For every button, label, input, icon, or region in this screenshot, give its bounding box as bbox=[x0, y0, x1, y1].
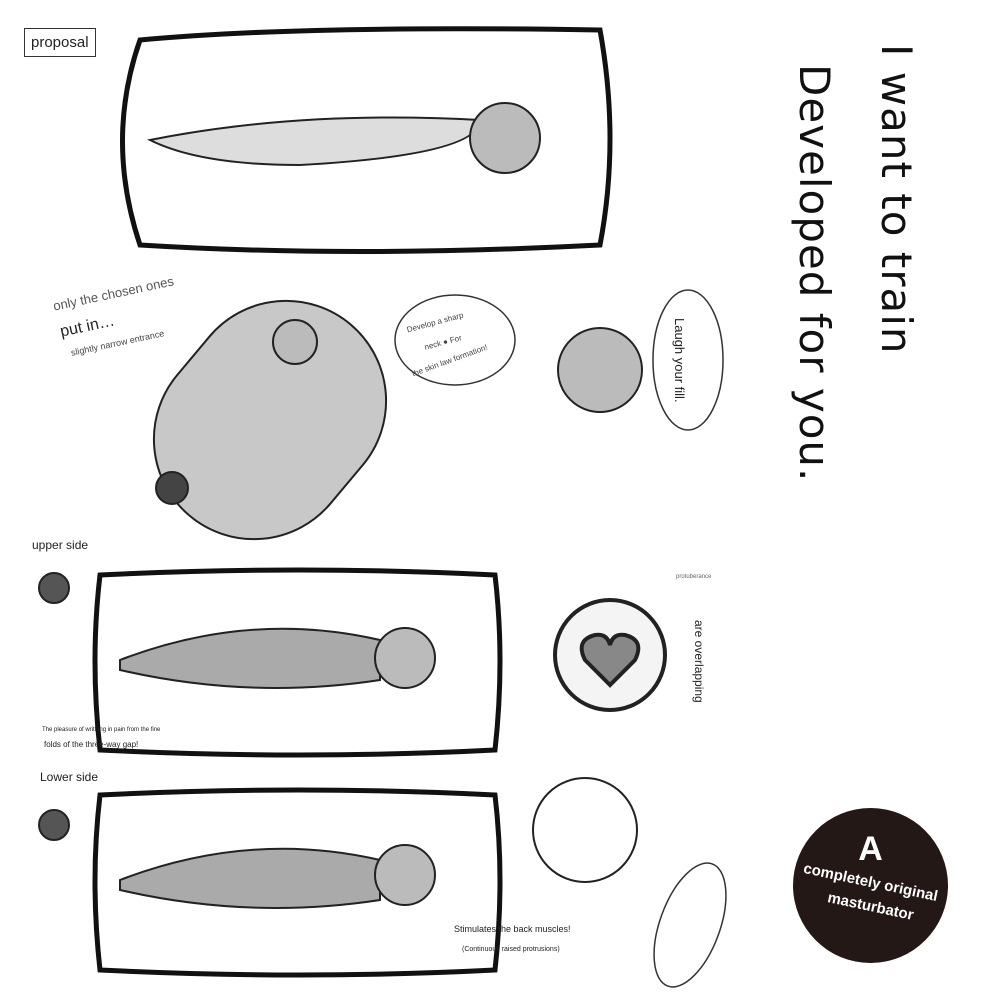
heart-shape bbox=[579, 632, 641, 688]
label-upper-side: upper side bbox=[32, 538, 89, 552]
top-view-outline bbox=[120, 26, 613, 254]
original-badge: A completely original masturbator bbox=[793, 808, 948, 963]
top-channel bbox=[146, 116, 482, 167]
note-overlapping: are overlapping bbox=[692, 620, 706, 703]
note-continuous: (Continuous raised protrusions) bbox=[462, 946, 560, 953]
label-lower-side: Lower side bbox=[40, 770, 99, 784]
speech-bubble-neck bbox=[394, 294, 516, 386]
note-pleasure-2: folds of the three-way gap! bbox=[44, 740, 139, 749]
face-doodle bbox=[532, 777, 638, 883]
upper-side-icon bbox=[38, 572, 70, 604]
title-line-1: I want to train bbox=[872, 44, 921, 355]
note-laugh: Laugh your fill. bbox=[672, 318, 687, 403]
title-line-2: Developed for you. bbox=[790, 64, 839, 483]
upper-side-outline bbox=[92, 567, 503, 758]
speech-bubble-bottom bbox=[653, 862, 727, 988]
lower-side-outline bbox=[92, 787, 503, 978]
lower-side-icon bbox=[38, 809, 70, 841]
top-end-bulb bbox=[469, 102, 541, 174]
badge-letter: A bbox=[858, 830, 883, 868]
angled-body bbox=[152, 299, 388, 541]
speech-bubble-laugh bbox=[652, 289, 724, 431]
neck-bulb bbox=[557, 327, 643, 413]
proposal-label: proposal bbox=[24, 28, 96, 57]
note-protuberance: protuberance bbox=[676, 574, 712, 580]
note-stimulates: Stimulates the back muscles! bbox=[454, 924, 571, 934]
note-pleasure-1: The pleasure of writhing in pain from th… bbox=[42, 727, 161, 733]
